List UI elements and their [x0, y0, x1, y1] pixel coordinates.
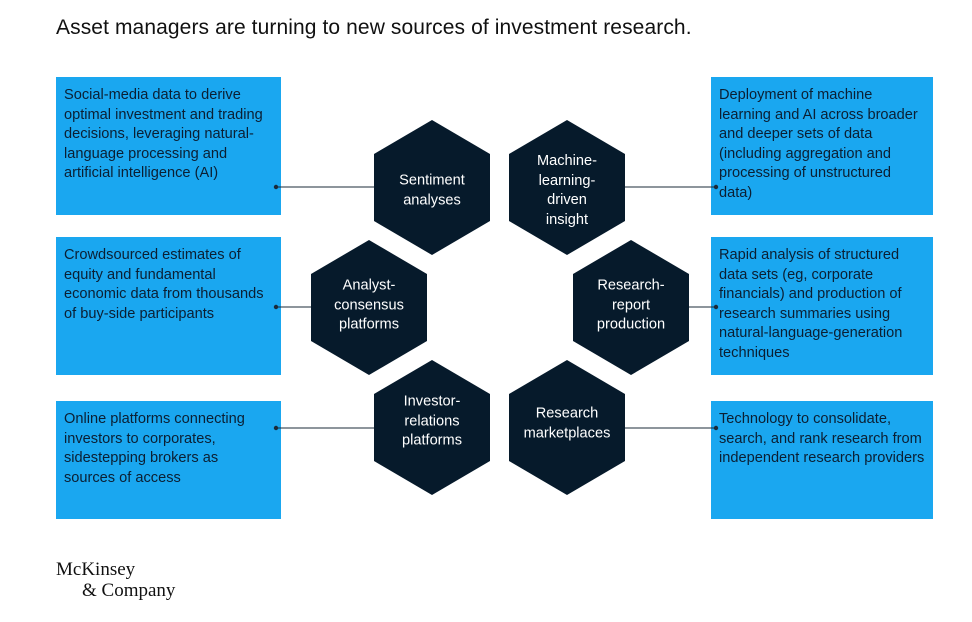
hexagon-label-machine-learning: Machine-learning-driven insight: [536, 152, 598, 228]
logo-line-2: & Company: [82, 580, 176, 601]
description-text: Deployment of machine learning and AI ac…: [719, 87, 918, 201]
connector-dot: [713, 425, 719, 431]
connector-lines: [276, 186, 716, 429]
connector-dot: [713, 304, 719, 310]
hexagon-sentiment: [374, 120, 490, 255]
description-box-analyst-consensus: Crowdsourced estimates of equity and fun…: [56, 237, 281, 375]
description-box-machine-learning: Deployment of machine learning and AI ac…: [711, 77, 933, 215]
hexagon-research-marketplaces: [509, 360, 625, 495]
hexagon-investor-relations: [374, 360, 490, 495]
hexagons: [311, 120, 689, 495]
hexagon-analyst-consensus: [311, 240, 427, 375]
mckinsey-logo: McKinsey & Company: [56, 559, 175, 601]
description-text: Online platforms connecting investors to…: [64, 411, 245, 486]
connector-dot: [273, 304, 279, 310]
description-box-sentiment: Social-media data to derive optimal inve…: [56, 77, 281, 215]
description-box-investor-relations: Online platforms connecting investors to…: [56, 401, 281, 519]
connector-dot: [273, 184, 279, 190]
connector-dot: [273, 425, 279, 431]
hexagon-machine-learning: [509, 120, 625, 255]
page-title: Asset managers are turning to new source…: [56, 16, 692, 39]
hexagon-label-investor-relations: Investor-relations platforms: [401, 393, 462, 449]
logo-line-1: McKinsey: [56, 559, 136, 580]
description-text: Social-media data to derive optimal inve…: [64, 87, 263, 182]
connector-dots: [273, 184, 719, 431]
description-text: Crowdsourced estimates of equity and fun…: [64, 247, 264, 322]
hexagon-research-report: [573, 240, 689, 375]
description-box-research-marketplaces: Technology to consolidate, search, and r…: [711, 401, 933, 519]
hexagon-label-analyst-consensus: Analyst-consensus platforms: [334, 277, 404, 333]
hexagon-label-research-report: Research-report production: [596, 277, 666, 333]
connector-dot: [713, 184, 719, 190]
hexagon-label-research-marketplaces: Research marketplaces: [523, 405, 611, 441]
hexagon-label-sentiment: Sentiment analyses: [399, 172, 465, 208]
description-text: Technology to consolidate, search, and r…: [719, 411, 925, 467]
description-box-research-report: Rapid analysis of structured data sets (…: [711, 237, 933, 375]
description-text: Rapid analysis of structured data sets (…: [719, 247, 903, 361]
